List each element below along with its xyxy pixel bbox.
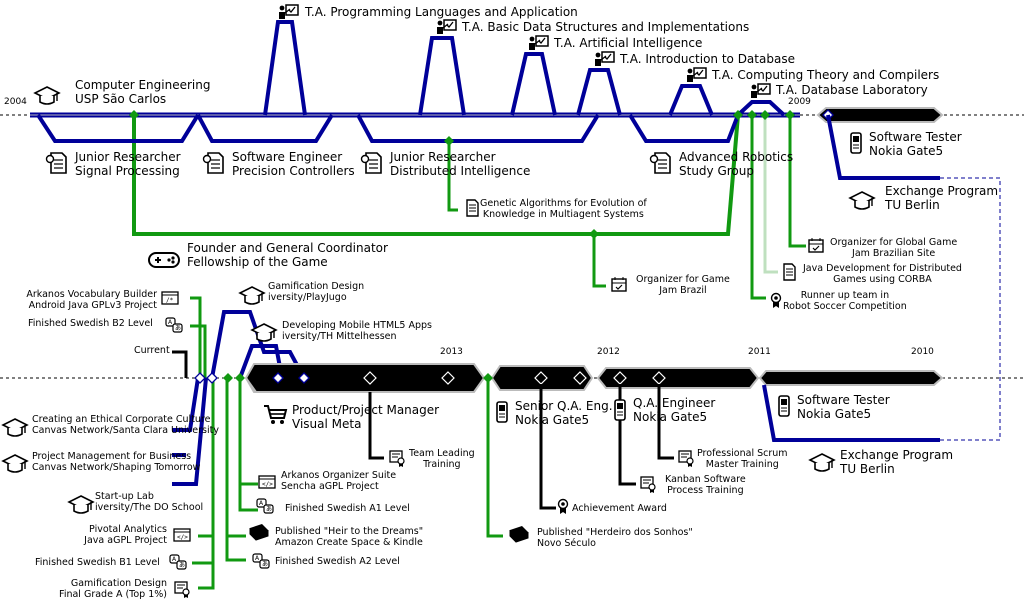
book-icon — [249, 523, 269, 541]
code-icon — [173, 528, 191, 542]
graduation-cap-icon — [34, 86, 60, 105]
code-icon — [161, 291, 179, 305]
swedish-b2-label: Finished Swedish B2 Level — [28, 318, 153, 329]
graduation-cap-icon — [809, 453, 835, 472]
certificate-icon — [174, 581, 190, 599]
founder-line — [132, 114, 740, 236]
gamepad-icon — [148, 252, 180, 268]
year-2004: 2004 — [4, 97, 27, 107]
calendar-icon — [611, 276, 627, 292]
ta-compilers-label: T.A. Computing Theory and Compilers — [712, 68, 940, 82]
certificate-icon — [389, 450, 405, 468]
year-2013: 2013 — [440, 347, 463, 357]
teaching-icon — [750, 83, 771, 99]
current-label: Current — [134, 345, 170, 356]
year-2009: 2009 — [788, 97, 811, 107]
phone-icon — [614, 399, 626, 421]
graduation-cap-icon — [239, 286, 265, 305]
language-icon — [169, 554, 187, 570]
certificate-icon — [678, 450, 694, 468]
teaching-icon — [436, 19, 457, 35]
teaching-icon — [278, 4, 299, 20]
medal-icon — [557, 498, 569, 515]
graduation-cap-icon — [2, 418, 28, 437]
language-icon — [256, 498, 274, 514]
cart-icon — [263, 405, 287, 425]
medal-icon — [770, 292, 782, 309]
teaching-icon — [594, 51, 615, 67]
paper-icon — [466, 199, 479, 217]
certificate-icon — [640, 476, 656, 494]
ta-db-lab-label: T.A. Database Laboratory — [776, 83, 928, 97]
code-icon — [258, 475, 276, 489]
resume-icon — [45, 152, 67, 174]
heir-dreams-label: Published "Heir to the Dreams"Amazon Cre… — [275, 526, 424, 548]
resume-icon — [649, 152, 671, 174]
teaching-icon — [686, 67, 707, 83]
phone-icon — [778, 395, 790, 417]
swedish-a1-label: Finished Swedish A1 Level — [285, 503, 410, 514]
resume-icon — [202, 152, 224, 174]
senior-qa-label: Senior Q.A. Eng.Nokia Gate5 — [515, 399, 613, 427]
language-icon — [165, 317, 183, 333]
ta-data-structures-label: T.A. Basic Data Structures and Implement… — [462, 20, 750, 34]
resume-icon — [360, 152, 382, 174]
graduation-cap-icon — [849, 191, 875, 210]
year-2011: 2011 — [748, 347, 771, 357]
graduation-cap-icon — [68, 495, 94, 514]
herdeiro-label: Published "Herdeiro dos Sonhos"Novo Sécu… — [537, 527, 693, 549]
paper-icon — [783, 263, 796, 281]
teaching-icon — [528, 35, 549, 51]
book-icon — [509, 525, 529, 543]
calendar-icon — [808, 237, 824, 253]
ta-database-label: T.A. Introduction to Database — [620, 52, 795, 66]
achievement-label: Achievement Award — [572, 503, 667, 514]
graduation-cap-icon — [2, 454, 28, 473]
ta-ai-label: T.A. Artificial Intelligence — [554, 36, 703, 50]
phone-icon — [850, 132, 862, 154]
ta-programming-label: T.A. Programming Languages and Applicati… — [305, 5, 578, 19]
language-icon — [252, 553, 270, 569]
swedish-a2-label: Finished Swedish A2 Level — [275, 556, 400, 567]
phone-icon — [496, 401, 508, 423]
year-2012: 2012 — [597, 347, 620, 357]
swedish-b1-label: Finished Swedish B1 Level — [35, 557, 160, 568]
year-2010: 2010 — [911, 347, 934, 357]
exchange-connector — [940, 177, 1001, 441]
